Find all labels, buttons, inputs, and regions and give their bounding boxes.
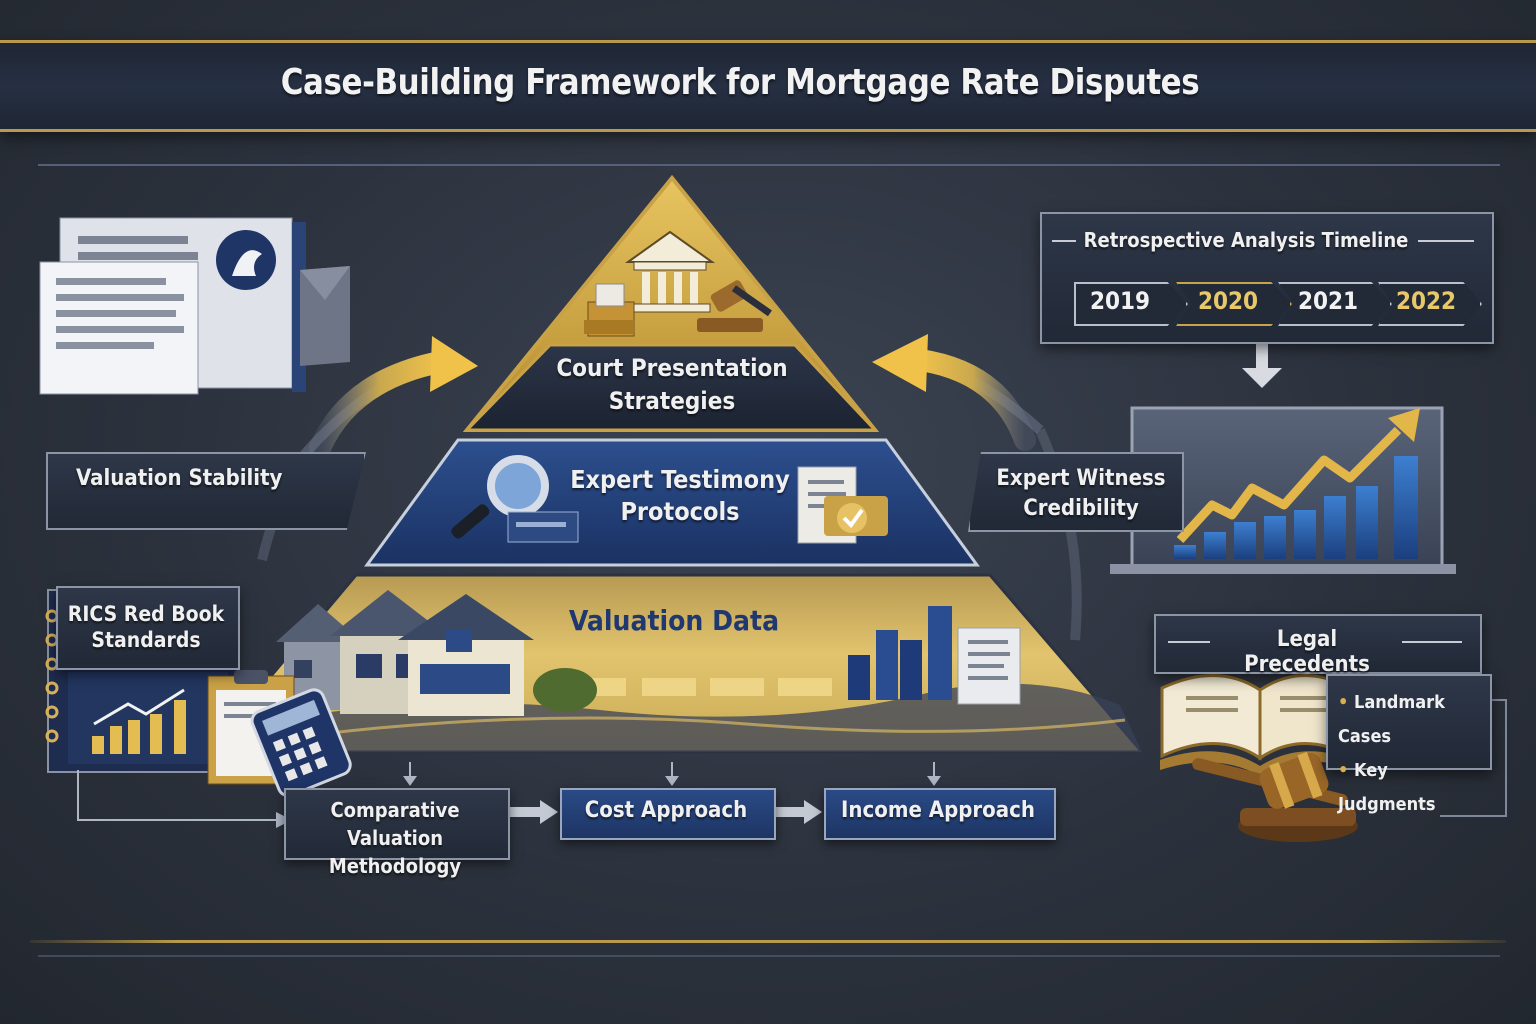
year-2019: 2019: [1089, 287, 1151, 315]
page-title: Case-Building Framework for Mortgage Rat…: [280, 62, 1200, 103]
year-chevron-2022: [1378, 282, 1482, 326]
divider-bottom-2: [38, 955, 1500, 957]
pyramid-middle-label: Expert Testimony Protocols: [556, 464, 804, 528]
divider-top: [38, 164, 1500, 166]
legal-title-rule-left: [1168, 641, 1210, 643]
expert-testimony-line2: Protocols: [620, 497, 740, 526]
divider-bottom: [30, 940, 1506, 943]
legal-precedents-title: Legal Precedents: [1244, 627, 1370, 677]
valuation-stability-label: Valuation Stability: [76, 466, 283, 491]
base-bar-1: [848, 655, 870, 700]
pyramid-top-label: Court Presentation Strategies: [530, 352, 814, 418]
rics-line2: Standards: [91, 628, 201, 652]
income-approach-label: Income Approach: [841, 798, 1035, 823]
expert-witness-plate: [968, 452, 1184, 532]
comparative-line2: Methodology: [328, 854, 462, 878]
legal-precedents-plate: [1154, 614, 1482, 674]
bullet-icon: •: [1338, 760, 1354, 781]
gavel-icon-top: [697, 280, 772, 332]
rics-binder-icon: [45, 589, 239, 773]
year-2021: 2021: [1297, 287, 1359, 315]
timeline-title-rule-right: [1418, 240, 1474, 242]
calculator-icon: [250, 688, 352, 798]
income-approach-box: [824, 788, 1056, 840]
court-presentation-line2: Strategies: [608, 387, 736, 415]
year-chevron-2019: [1074, 282, 1188, 326]
legal-list-item: • Key Judgments: [1338, 754, 1486, 822]
rics-plate: [56, 586, 240, 670]
document-check-icon: [797, 466, 888, 544]
law-book-icon: [1160, 674, 1352, 776]
year-chevron-2021: [1278, 282, 1392, 326]
comparative-valuation-label: Comparative Valuation Methodology: [286, 796, 504, 880]
legal-list: • Landmark Cases • Key Judgments: [1338, 686, 1486, 822]
gavel-icon-right: [1192, 751, 1358, 842]
pyramid-base-label: Valuation Data: [568, 604, 780, 637]
expert-witness-line2: Credibility: [1023, 496, 1139, 521]
court-presentation-line1: Court Presentation: [556, 354, 788, 382]
courthouse-icon: [624, 230, 716, 313]
year-2022: 2022: [1395, 287, 1457, 315]
pyramid-top-band: [463, 343, 879, 432]
houses-icon: [276, 590, 534, 716]
valuation-stability-plate: [46, 452, 366, 530]
landmark-cases: Landmark Cases: [1338, 692, 1445, 747]
timeline-title: Retrospective Analysis Timeline: [1083, 228, 1409, 252]
legal-connector: [1440, 699, 1507, 817]
comparative-valuation-box: [284, 788, 510, 860]
arrow-right-curved: [872, 334, 1036, 451]
title-bar: [0, 40, 1536, 132]
cost-approach-label: Cost Approach: [584, 798, 748, 823]
file-boxes-icon: [584, 283, 635, 337]
expert-testimony-line1: Expert Testimony: [570, 465, 790, 494]
arrow-to-income: [776, 800, 822, 824]
timeline-title-rule-left: [1052, 240, 1076, 242]
arrow-left-curved: [309, 336, 478, 459]
base-document-icon: [957, 627, 1021, 705]
rics-line1: RICS Red Book: [67, 602, 225, 626]
legal-list-item: • Landmark Cases: [1338, 686, 1486, 754]
cost-approach-box: [560, 788, 776, 840]
timeline-down-arrow: [1242, 340, 1282, 388]
expert-witness-line1: Expert Witness: [996, 466, 1166, 491]
legal-title-rule-right: [1402, 641, 1462, 643]
method-flow-lines: [77, 762, 935, 821]
year-chevron-2020: [1176, 282, 1292, 326]
key-judgments: Key Judgments: [1338, 760, 1436, 815]
arrow-to-cost: [510, 800, 558, 824]
documents-stack-icon: [39, 217, 350, 395]
legal-list-plate: [1326, 674, 1492, 770]
expert-witness-label: Expert Witness Credibility: [984, 464, 1178, 524]
rics-label: RICS Red Book Standards: [58, 601, 234, 653]
comparative-line1: Comparative Valuation: [330, 798, 460, 850]
bullet-icon: •: [1338, 692, 1354, 713]
magnifier-icon: [451, 455, 579, 543]
year-2020: 2020: [1197, 287, 1259, 315]
